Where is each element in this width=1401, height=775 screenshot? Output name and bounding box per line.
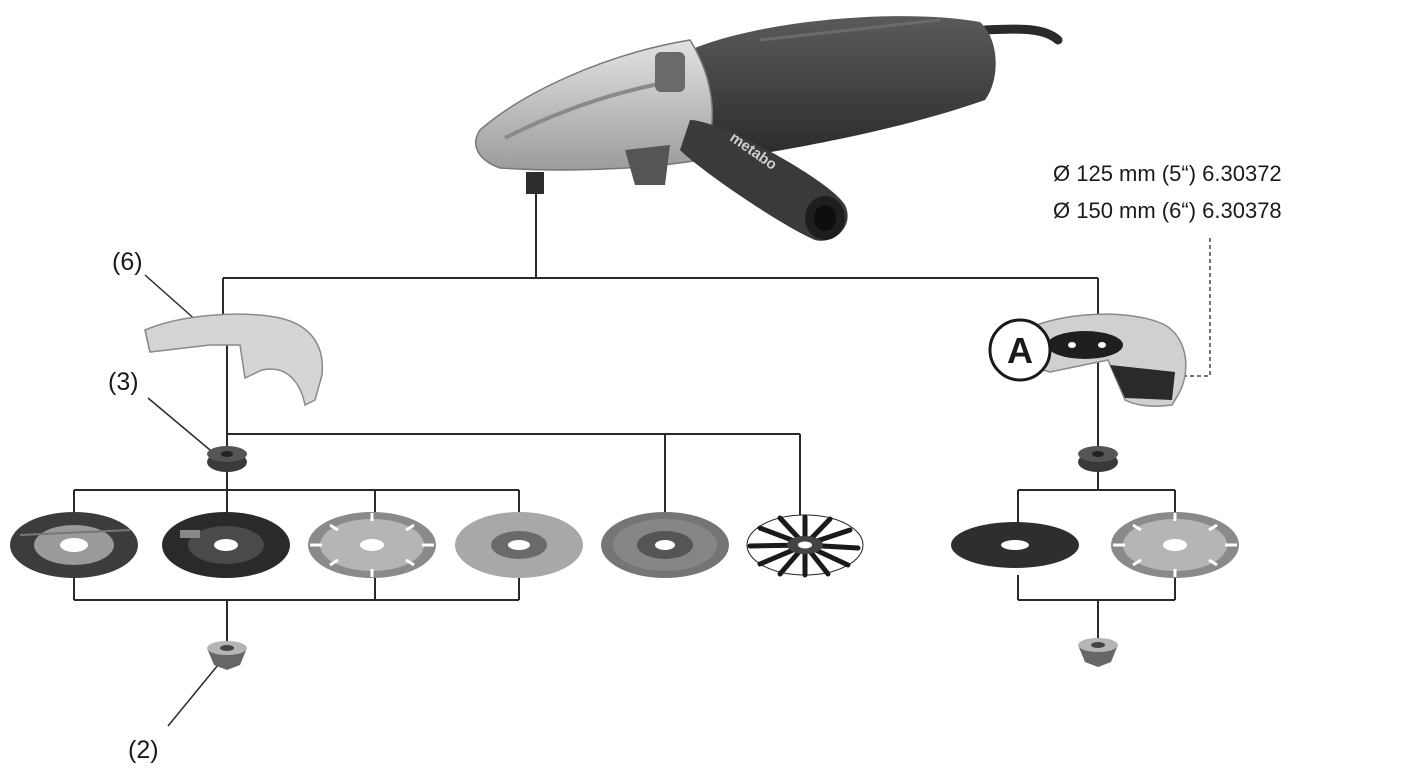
svg-text:A: A xyxy=(1007,330,1033,371)
standard-guard xyxy=(144,313,324,407)
diamond-cutting-disc-right xyxy=(1111,512,1239,578)
flap-disc xyxy=(162,512,290,578)
diamond-cutting-disc-left xyxy=(308,512,436,578)
callout-guard: (6) xyxy=(112,248,143,276)
support-flange-left xyxy=(207,446,247,472)
cutting-disc xyxy=(951,522,1079,568)
cutting-guard xyxy=(1024,313,1187,407)
callout-flange: (3) xyxy=(108,368,139,396)
clamping-nut-right xyxy=(1078,638,1118,667)
fibre-disc xyxy=(455,512,583,578)
spec-150mm: Ø 150 mm (6“) 6.30378 xyxy=(1053,198,1282,223)
connector-lines xyxy=(73,194,1176,645)
leader-lines xyxy=(144,274,219,727)
sanding-disc xyxy=(601,512,729,578)
angle-grinder: metabo xyxy=(475,16,1063,241)
grinding-disc xyxy=(10,512,138,578)
support-flange-right xyxy=(1078,446,1118,472)
clamping-nut-left xyxy=(207,641,247,670)
callout-clamping-nut: (2) xyxy=(128,736,159,764)
badge-a: A xyxy=(988,318,1052,382)
spec-125mm: Ø 125 mm (5“) 6.30372 xyxy=(1053,161,1282,186)
wire-brush xyxy=(746,514,864,578)
